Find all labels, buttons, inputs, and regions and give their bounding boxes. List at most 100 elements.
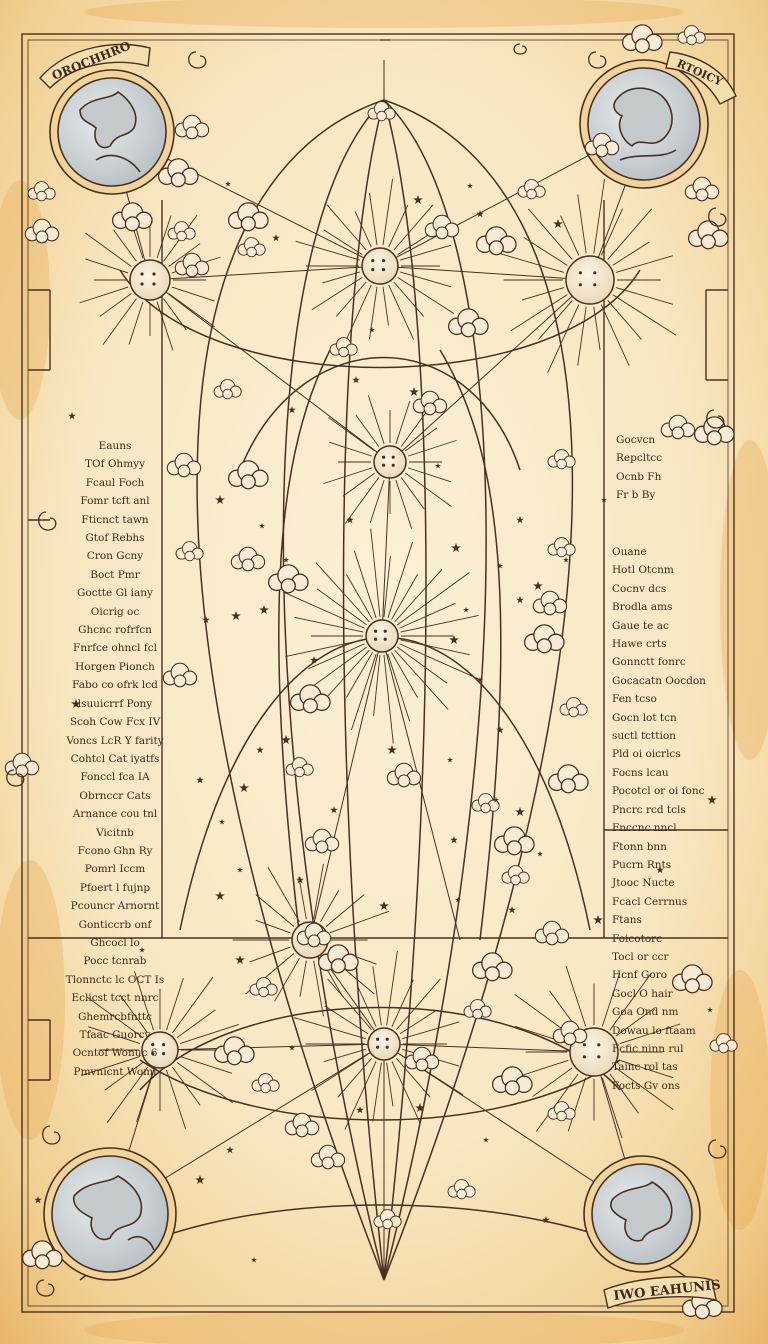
note-line: suctl tcttion bbox=[612, 730, 676, 743]
sunburst bbox=[81, 971, 239, 1129]
star bbox=[476, 210, 484, 218]
star bbox=[215, 891, 225, 900]
cloud bbox=[21, 1240, 63, 1270]
cloud bbox=[447, 1179, 476, 1200]
cloud bbox=[424, 214, 460, 240]
cloud bbox=[296, 922, 332, 948]
note-line: Gocvcn bbox=[616, 434, 656, 446]
cloud bbox=[386, 762, 422, 788]
globe-group bbox=[43, 59, 709, 1281]
star bbox=[379, 901, 389, 910]
star bbox=[71, 699, 81, 708]
star bbox=[508, 906, 516, 914]
sunburst bbox=[283, 528, 481, 744]
cloud bbox=[167, 221, 196, 242]
cloud bbox=[230, 546, 266, 572]
cloud bbox=[471, 952, 513, 982]
note-line: Fnccnc nncl bbox=[612, 822, 677, 835]
cloud bbox=[24, 218, 60, 244]
star bbox=[515, 807, 525, 816]
cloud bbox=[621, 24, 663, 54]
note-line: Ghemrcbfnttc bbox=[78, 1010, 152, 1023]
cloud bbox=[175, 541, 204, 562]
cloud bbox=[317, 944, 359, 974]
star bbox=[256, 746, 264, 754]
cloud bbox=[447, 308, 489, 338]
star bbox=[463, 607, 469, 613]
note-line: Obrnccr Cats bbox=[79, 789, 151, 802]
sunburst bbox=[323, 395, 457, 529]
star bbox=[601, 497, 607, 503]
note-line: Gocacatn Oocdon bbox=[612, 674, 706, 687]
cloud bbox=[227, 460, 269, 490]
cloud bbox=[534, 920, 570, 946]
note-line: Gocn lot tcn bbox=[612, 711, 677, 724]
note-line: Ocnb Fh bbox=[616, 470, 662, 483]
note-line: Cocnv dcs bbox=[612, 582, 667, 595]
star bbox=[435, 463, 441, 469]
note-line: Pncrc rcd tcls bbox=[612, 803, 686, 816]
star bbox=[288, 406, 296, 414]
star bbox=[467, 183, 473, 189]
ribbon-bottom-right bbox=[603, 1276, 717, 1309]
sunburst bbox=[492, 178, 677, 373]
star bbox=[226, 1146, 234, 1154]
note-line: Fcfic ninn rul bbox=[612, 1042, 684, 1055]
note-line: Fen tcso bbox=[612, 693, 657, 706]
note-line: Ouane bbox=[612, 546, 647, 558]
cloud bbox=[304, 828, 340, 854]
star bbox=[235, 955, 245, 964]
note-line: Hotl Otcnm bbox=[612, 564, 674, 577]
note-line: Fcaul Foch bbox=[85, 476, 145, 489]
note-line: Ghcnc rofrfcn bbox=[78, 624, 152, 637]
cloud bbox=[547, 764, 589, 794]
note-line: Goa Ond nm bbox=[612, 1006, 679, 1019]
note-line: Tlonnctc lc OCT Is bbox=[65, 973, 165, 986]
star bbox=[533, 581, 543, 590]
star bbox=[283, 557, 289, 563]
star bbox=[139, 947, 145, 953]
note-line: Horgen Pionch bbox=[75, 660, 155, 673]
note-line: Gocl O hair bbox=[612, 987, 673, 1000]
star bbox=[497, 563, 503, 569]
cloud-group bbox=[4, 24, 738, 1320]
cloud bbox=[111, 202, 153, 232]
note-line: Ftans bbox=[612, 914, 642, 927]
cloud bbox=[552, 1020, 588, 1046]
cloud bbox=[412, 390, 448, 416]
star bbox=[346, 516, 354, 524]
note-line: Pfoert l fujnp bbox=[79, 881, 151, 894]
star bbox=[493, 797, 499, 803]
note-line: Pcouncr Arnornt bbox=[70, 900, 160, 913]
cloud bbox=[213, 1036, 255, 1066]
star bbox=[477, 677, 483, 683]
cloud bbox=[681, 1290, 723, 1320]
note-line: Eauns bbox=[98, 440, 132, 452]
note-line: Cron Gcny bbox=[86, 550, 144, 563]
cloud bbox=[174, 252, 210, 278]
note-line: Fonccl fca IA bbox=[80, 771, 150, 784]
cloud bbox=[709, 1033, 738, 1054]
star bbox=[281, 735, 291, 744]
star bbox=[225, 181, 231, 187]
star bbox=[330, 806, 338, 814]
star bbox=[496, 726, 504, 734]
note-line: Dowau lo ftaam bbox=[612, 1024, 696, 1037]
globe-bottom-right bbox=[583, 1155, 701, 1273]
cloud bbox=[27, 181, 56, 202]
cloud bbox=[475, 226, 517, 256]
cloud bbox=[687, 220, 729, 250]
sunburst bbox=[295, 178, 455, 347]
cloud bbox=[684, 176, 720, 202]
note-line: Fcono Ghn Ry bbox=[77, 844, 153, 857]
star bbox=[296, 876, 304, 884]
note-line: Tfaac Guorcy bbox=[79, 1029, 151, 1041]
star-group bbox=[34, 181, 717, 1263]
cloud bbox=[251, 1073, 280, 1094]
note-line: Fnrfce ohncl fcl bbox=[73, 642, 157, 655]
note-line: Fomr tcft anl bbox=[80, 495, 150, 508]
